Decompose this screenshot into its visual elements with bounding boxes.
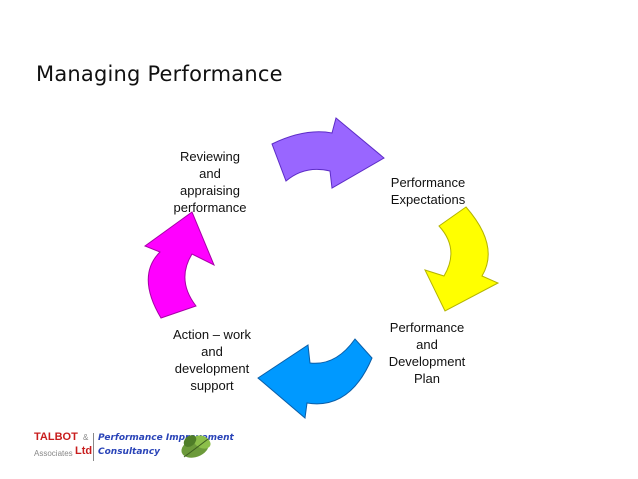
- arrow-plan-to-action: [257, 338, 373, 419]
- stage-label-action: Action – work and development support: [172, 327, 252, 393]
- footer-divider: [93, 433, 94, 461]
- page-title: Managing Performance: [36, 62, 283, 86]
- company-ltd: Ltd: [75, 445, 93, 457]
- company-associates: Associates: [34, 449, 73, 458]
- arrow-expectations-to-plan: [424, 206, 500, 312]
- stage-label-plan: Performance and Development Plan: [388, 320, 466, 386]
- stage-label-expectations: Performance Expectations: [390, 175, 466, 207]
- leaf-icon: [181, 435, 211, 458]
- arrow-action-to-review: [143, 211, 215, 319]
- arrow-review-to-expectations: [271, 117, 385, 189]
- company-name: TALBOT: [34, 431, 78, 443]
- stage-label-reviewing: Reviewing and appraising performance: [173, 149, 247, 215]
- footer-logo: TALBOT & Associates Ltd Performance Impr…: [34, 431, 234, 465]
- consultancy-line1: Performance Improvement: [98, 433, 234, 443]
- ampersand: &: [83, 433, 89, 442]
- consultancy-line2: Consultancy: [98, 447, 161, 457]
